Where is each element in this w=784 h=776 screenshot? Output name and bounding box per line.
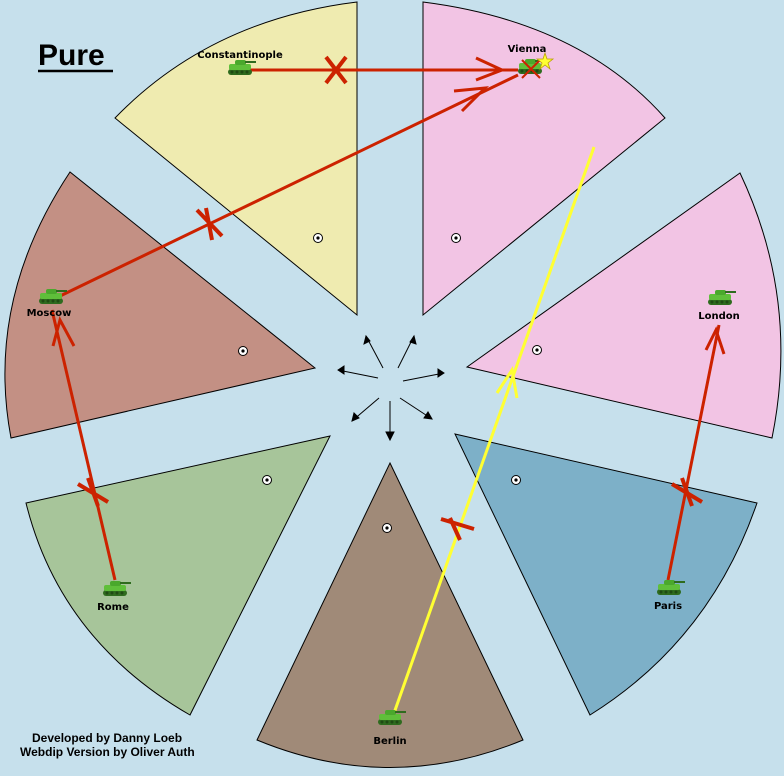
supply-center-icon bbox=[451, 233, 461, 243]
label-moscow: Moscow bbox=[27, 308, 72, 319]
territory-paris[interactable] bbox=[454, 433, 758, 716]
supply-center-icon bbox=[238, 346, 248, 356]
label-constantinople: Constantinople bbox=[197, 50, 283, 61]
supply-center-icon bbox=[532, 345, 542, 355]
order-moscow-vienna bbox=[57, 73, 519, 299]
order-rome-moscow bbox=[50, 309, 117, 581]
order-constantinople-vienna bbox=[250, 55, 518, 85]
territory-london[interactable] bbox=[465, 172, 782, 439]
dislodged-x-icon bbox=[521, 59, 541, 79]
failed-order-x-icon bbox=[324, 55, 348, 85]
credit-line-2: Webdip Version by Oliver Auth bbox=[20, 745, 195, 759]
failed-order-x-icon bbox=[440, 517, 475, 541]
supply-center-icon bbox=[382, 523, 392, 533]
territory-vienna[interactable] bbox=[422, 1, 666, 317]
territory-rome[interactable] bbox=[25, 435, 331, 716]
star-icon bbox=[535, 51, 555, 71]
order-berlin-vienna bbox=[391, 146, 596, 717]
failed-order-x-icon bbox=[195, 207, 224, 241]
supply-center-icon bbox=[511, 475, 521, 485]
map-title: Pure bbox=[38, 39, 105, 72]
supply-center-icon bbox=[262, 475, 272, 485]
order-paris-london bbox=[666, 324, 726, 581]
failed-order-x-icon bbox=[670, 477, 704, 507]
label-paris: Paris bbox=[654, 601, 682, 612]
label-vienna: Vienna bbox=[508, 44, 547, 55]
territory-moscow[interactable] bbox=[4, 171, 317, 439]
label-london: London bbox=[698, 311, 740, 322]
credit-line-1: Developed by Danny Loeb bbox=[32, 731, 182, 745]
failed-order-x-icon bbox=[76, 477, 110, 507]
territory-constantinople[interactable] bbox=[114, 1, 358, 317]
supply-center-icon bbox=[313, 233, 323, 243]
label-rome: Rome bbox=[97, 602, 129, 613]
territory-berlin[interactable] bbox=[256, 461, 524, 768]
center-arrows-icon bbox=[337, 334, 445, 442]
label-berlin: Berlin bbox=[373, 736, 406, 747]
